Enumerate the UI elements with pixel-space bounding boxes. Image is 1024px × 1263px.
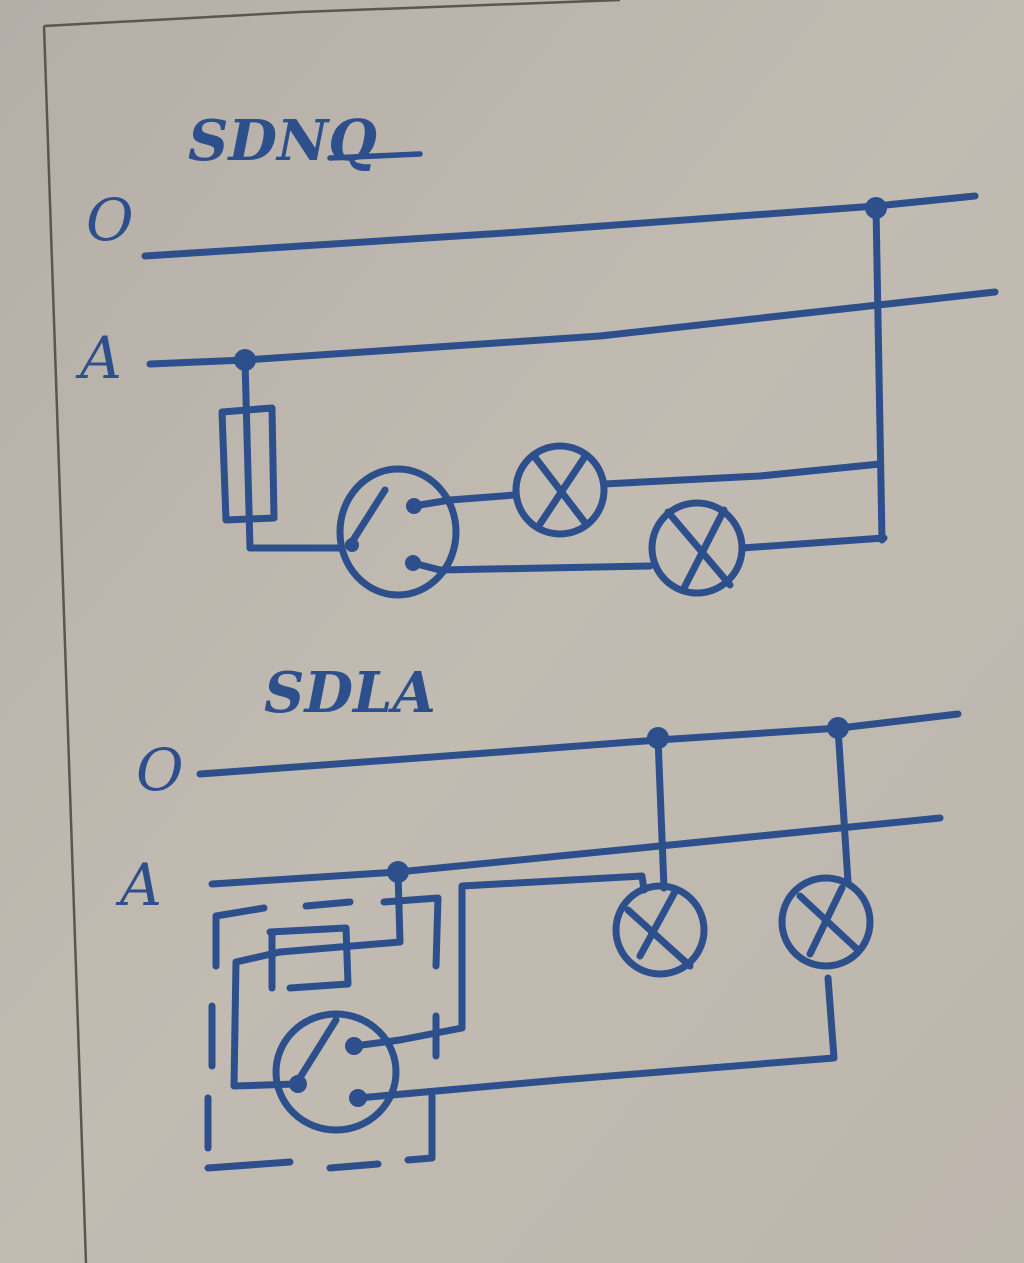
lamp-1-top [512,442,608,538]
fuse-body [218,404,278,524]
line-label-phase-bottom: A [115,851,162,919]
wire-neutral-to-lamp2 [834,724,852,886]
neutral-line-top [141,192,979,260]
fuse-symbol [218,356,278,552]
wire-lamp2-to-neutral [738,534,888,552]
two-way-switch-bottom [272,1010,400,1134]
enclosure-dash [326,1160,382,1172]
enclosure-dash [404,1092,436,1164]
wire-switch-to-lamp1 [350,872,648,1050]
phase-line-top [146,288,999,368]
switch-lever [346,486,389,549]
switch-circle [272,1010,400,1134]
wire-fuse-to-switch [230,948,300,1090]
wire-switch-to-lamp2 [409,559,654,574]
enclosure-dash [302,898,354,910]
switch-circle [336,465,460,599]
phase-line-bottom [208,814,944,888]
fuse-inner-wire [276,942,356,956]
switch-pivot [345,538,359,552]
circuit-bottom: SDLA O A [115,660,962,1172]
circuit-top: SDNQ O A [75,108,999,599]
switch-pivot [289,1075,307,1093]
lamp-circle [512,442,608,538]
lamp-cross [664,506,734,594]
lamp-1-bottom [612,882,708,978]
neutral-drop-wire [872,204,886,544]
circuit-title-top: SDNQ [188,108,377,174]
lamp-cross [530,452,590,528]
line-label-neutral-top: O [86,186,134,254]
title-underline [327,151,423,161]
wire-switch-to-lamp1 [410,491,519,510]
wire-phase-to-fuse [348,868,404,950]
lamp-circle [612,882,708,978]
enclosure-dash [212,904,268,970]
fuse-symbol [266,924,356,992]
line-label-neutral-bottom: O [136,736,184,804]
lamp-circle [778,874,874,970]
fuse-body [266,924,352,992]
circuit-title-bottom: SDLA [264,660,436,726]
lamp-cross [796,884,862,958]
lamp-2-bottom [778,874,874,970]
frame-top-line [43,0,621,28]
wire-neutral-to-lamp1 [654,734,668,892]
line-label-phase-top: A [75,324,122,392]
frame-left-line [42,25,88,1263]
lamp-cross [624,886,694,970]
enclosure-dash [204,1094,294,1172]
switch-lever [292,1016,340,1088]
wire-lamp2-to-switch [354,974,838,1102]
wire-lamp1-to-neutral [600,460,884,488]
